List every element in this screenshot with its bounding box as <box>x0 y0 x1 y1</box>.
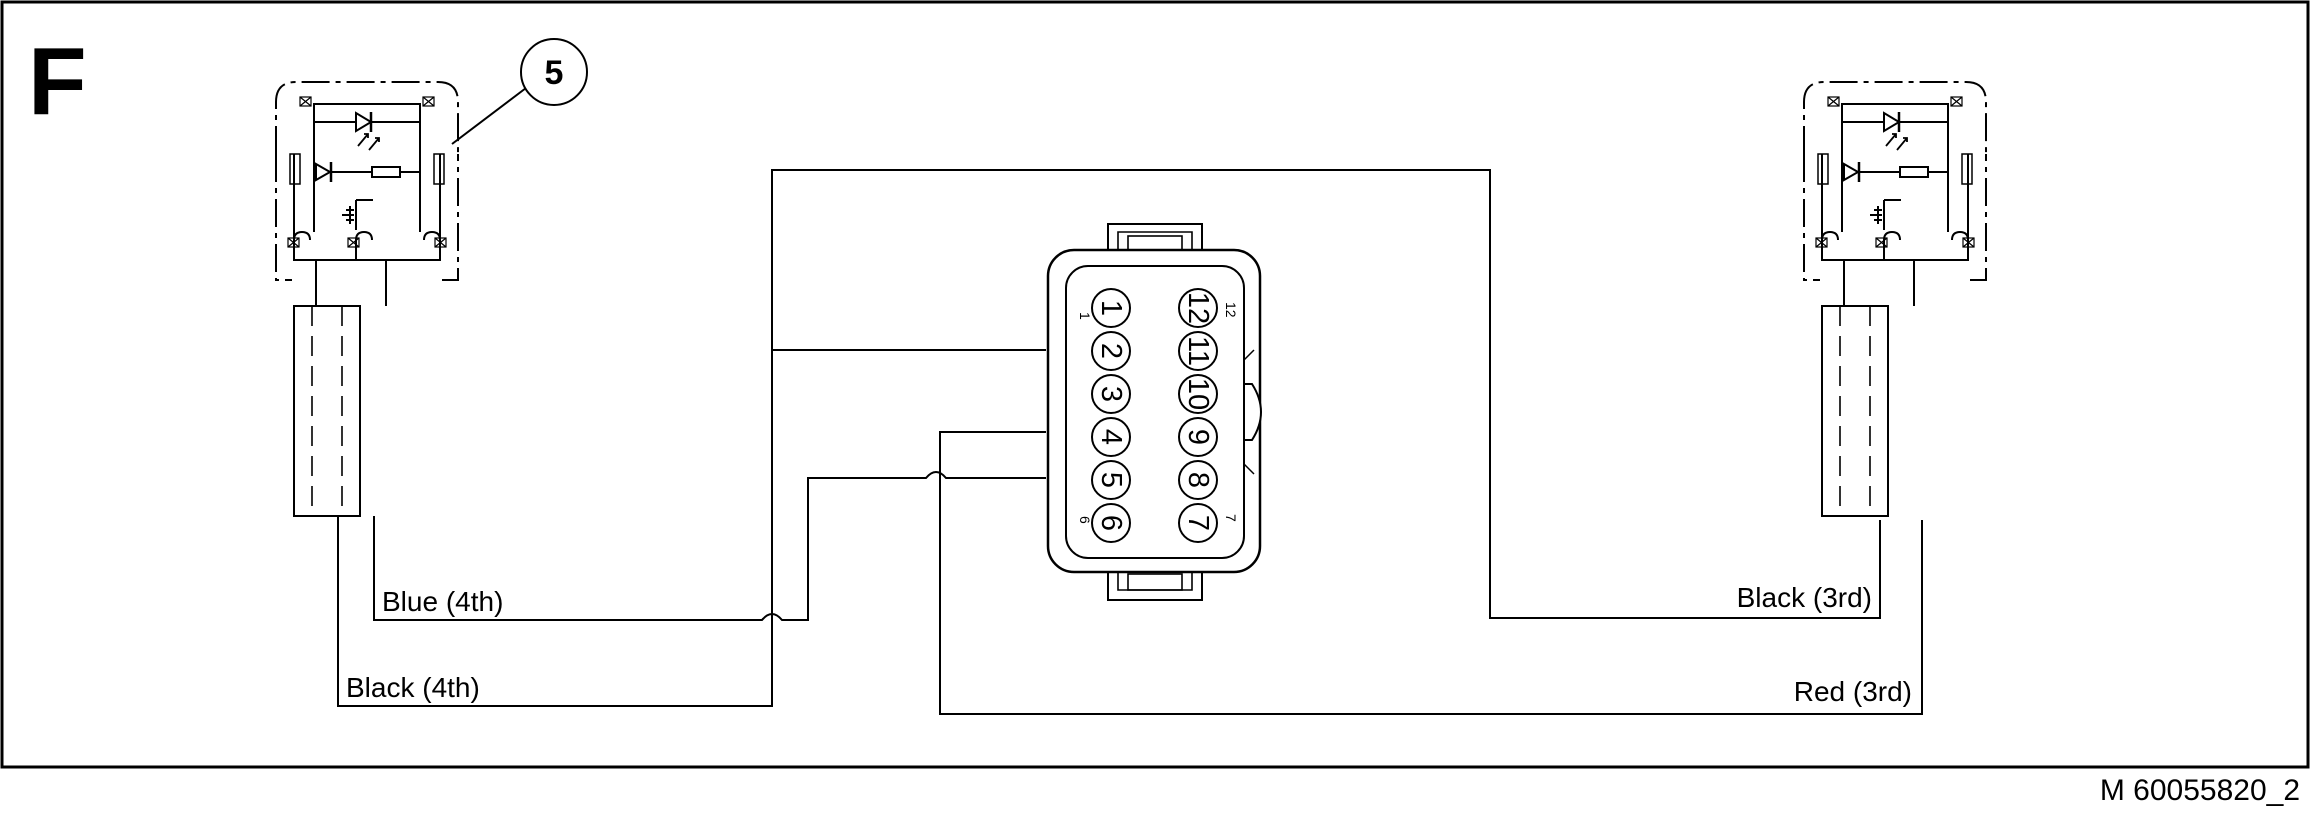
corner-mark-top-right: 12 <box>1223 302 1239 318</box>
panel-letter: F <box>28 28 87 135</box>
corner-mark-top-left: 1 <box>1077 312 1093 320</box>
connector-pin-label: 6 <box>1095 515 1127 531</box>
connector-pin-11: 11 <box>1178 331 1218 371</box>
connector-pin-10: 10 <box>1178 374 1218 414</box>
wire-label-blue-4th: Blue (4th) <box>382 586 503 617</box>
connector-pin-8: 8 <box>1178 460 1218 500</box>
connector-pin-6: 6 <box>1091 503 1131 543</box>
wire-label-red-3rd: Red (3rd) <box>1794 676 1912 707</box>
connector-pin-label: 10 <box>1182 378 1214 410</box>
wire-red-3rd <box>939 431 1923 715</box>
connector-pin-label: 5 <box>1095 472 1127 488</box>
wire-harness <box>337 169 1923 715</box>
reference-code: M 60055820_2 <box>2100 774 2300 807</box>
wire-black-3rd-loop <box>337 169 1881 707</box>
corner-mark-bottom-left: 6 <box>1077 516 1093 524</box>
callout-number: 5 <box>545 54 564 92</box>
connector-pin-3: 3 <box>1091 374 1131 414</box>
corner-mark-bottom-right: 7 <box>1223 514 1239 522</box>
connector-pin-label: 3 <box>1095 386 1127 402</box>
reflex-sensor-left-icon <box>274 80 460 518</box>
connector-pin-5: 5 <box>1091 460 1131 500</box>
wire-label-black-3rd: Black (3rd) <box>1737 582 1872 613</box>
connector-pin-label: 1 <box>1095 300 1127 316</box>
connector-pin-label: 2 <box>1095 343 1127 359</box>
connector-pin-12: 12 <box>1178 288 1218 328</box>
connector-pin-2: 2 <box>1091 331 1131 371</box>
connector-pin-label: 4 <box>1095 429 1127 445</box>
connector-pin-label: 7 <box>1182 515 1214 531</box>
connector-pin-label: 9 <box>1182 429 1214 445</box>
panel-frame <box>0 0 2310 769</box>
connector-pin-7: 7 <box>1178 503 1218 543</box>
reflex-sensor-right-icon <box>1802 80 1988 518</box>
connector-pin-4: 4 <box>1091 417 1131 457</box>
callout-5: 5 <box>451 38 588 145</box>
wire-label-black-4th: Black (4th) <box>346 672 480 703</box>
connector-pin-1: 1 <box>1091 288 1131 328</box>
connector-pin-label: 12 <box>1182 292 1214 324</box>
connector-pin-label: 8 <box>1182 472 1214 488</box>
connector-pin-9: 9 <box>1178 417 1218 457</box>
connector-pin-label: 11 <box>1182 336 1214 366</box>
